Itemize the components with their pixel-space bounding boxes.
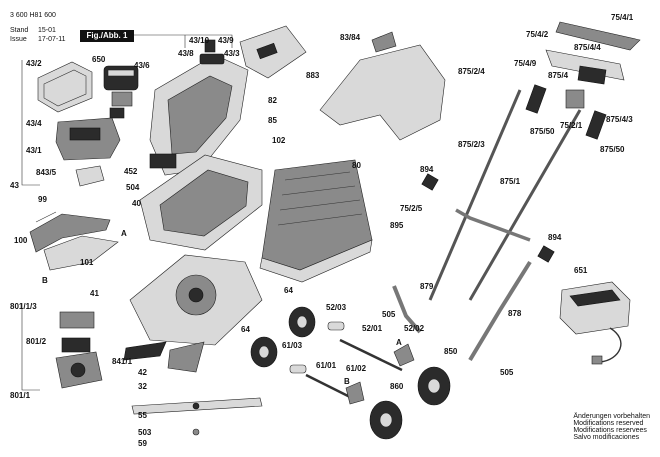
grass-catcher-lid-part xyxy=(319,31,446,141)
callout-61-01: 61/01 xyxy=(316,361,337,370)
side-handle-parts xyxy=(29,211,119,271)
wheel-parts xyxy=(250,306,451,440)
stand-value: 15-01 xyxy=(38,27,56,34)
discharge-guard-part xyxy=(123,341,205,373)
notice-line-en: Modifications reserved xyxy=(573,420,644,427)
battery-cover-part xyxy=(37,61,93,113)
callout-841-1: 841/1 xyxy=(112,357,133,366)
callout-a-left: A xyxy=(121,229,127,238)
callout-504: 504 xyxy=(126,183,140,192)
top-handle-part xyxy=(545,21,641,85)
callout-61-03: 61/03 xyxy=(282,341,303,350)
motor-electronics-part xyxy=(55,311,103,389)
callout-875-4-4: 875/4/4 xyxy=(574,43,601,52)
callout-99: 99 xyxy=(38,195,47,204)
callout-52-03: 52/03 xyxy=(326,303,347,312)
callout-875-4: 875/4 xyxy=(548,71,569,80)
notice-line-de: Änderungen vorbehalten xyxy=(573,413,650,420)
callout-850: 850 xyxy=(444,347,458,356)
callout-843-5: 843/5 xyxy=(36,168,57,177)
control-panel-cap-part xyxy=(239,25,307,79)
callout-894-right: 894 xyxy=(548,233,562,242)
callout-75-4-2: 75/4/2 xyxy=(526,30,549,39)
callout-894-left: 894 xyxy=(420,165,434,174)
callout-875-2-3: 875/2/3 xyxy=(458,140,485,149)
callout-b-left: B xyxy=(42,276,48,285)
grass-catcher-part xyxy=(259,159,373,283)
callout-82: 82 xyxy=(268,96,277,105)
axle-parts xyxy=(305,338,415,405)
callout-503: 503 xyxy=(138,428,152,437)
callout-a-right: A xyxy=(396,338,402,347)
callout-101: 101 xyxy=(80,258,94,267)
callout-75-2-5: 75/2/5 xyxy=(400,204,423,213)
handle-bar-parts xyxy=(392,84,607,362)
callout-59: 59 xyxy=(138,439,147,448)
callout-801-1-3: 801/1/3 xyxy=(10,302,37,311)
callout-801-1: 801/1 xyxy=(10,391,31,400)
callout-b-right: B xyxy=(344,377,350,386)
callout-42: 42 xyxy=(138,368,147,377)
callout-650: 650 xyxy=(92,55,106,64)
document-number: 3 600 H81 600 xyxy=(10,12,56,19)
callout-43-10: 43/10 xyxy=(189,36,210,45)
callout-875-50-b: 875/50 xyxy=(600,145,625,154)
callout-883: 883 xyxy=(306,71,320,80)
callout-860: 860 xyxy=(390,382,404,391)
charger-part xyxy=(559,281,631,365)
callout-801-2: 801/2 xyxy=(26,337,47,346)
callout-875-2-4: 875/2/4 xyxy=(458,67,485,76)
callout-32: 32 xyxy=(138,382,147,391)
callout-83-84: 83/84 xyxy=(340,33,361,42)
notice-line-fr: Modifications reservees xyxy=(573,427,647,434)
callout-100: 100 xyxy=(14,236,28,245)
callout-64-lower: 64 xyxy=(241,325,250,334)
callout-85: 85 xyxy=(268,116,277,125)
issue-label: Issue xyxy=(10,36,27,43)
upper-housing-part xyxy=(149,39,249,176)
callout-64-upper: 64 xyxy=(284,286,293,295)
callout-75-4-9: 75/4/9 xyxy=(514,59,537,68)
callout-505-right: 505 xyxy=(500,368,514,377)
issue-value: 17-07-11 xyxy=(38,36,66,43)
callout-102: 102 xyxy=(272,136,286,145)
stand-label: Stand xyxy=(10,27,29,34)
notice-line-es: Salvo modificaciones xyxy=(573,434,640,441)
callout-875-50-a: 875/50 xyxy=(530,127,555,136)
callout-875-4-3: 875/4/3 xyxy=(606,115,633,124)
lower-housing-part xyxy=(129,254,263,346)
callout-61-02: 61/02 xyxy=(346,364,367,373)
callout-43: 43 xyxy=(10,181,19,190)
callout-75-4-1: 75/4/1 xyxy=(611,13,634,22)
modifications-notice: Änderungen vorbehalten Modifications res… xyxy=(573,413,650,441)
callout-878: 878 xyxy=(508,309,522,318)
callout-43-3: 43/3 xyxy=(224,49,240,58)
callout-43-4: 43/4 xyxy=(26,119,42,128)
callout-55: 55 xyxy=(138,411,147,420)
callout-452: 452 xyxy=(124,167,138,176)
callout-879: 879 xyxy=(420,282,434,291)
callout-651: 651 xyxy=(574,266,588,275)
figure-label: Fig./Abb. 1 xyxy=(80,30,134,42)
battery-pack-part xyxy=(103,65,139,119)
callout-75-2-1: 75/2/1 xyxy=(560,121,583,130)
callout-52-01: 52/01 xyxy=(362,324,383,333)
callout-505-upper: 505 xyxy=(382,310,396,319)
callout-52-02: 52/02 xyxy=(404,324,425,333)
cutting-blade-part xyxy=(131,397,263,436)
callout-43-2: 43/2 xyxy=(26,59,42,68)
callout-40: 40 xyxy=(132,199,141,208)
callout-875-1: 875/1 xyxy=(500,177,521,186)
callout-41: 41 xyxy=(90,289,99,298)
callout-43-6: 43/6 xyxy=(134,61,150,70)
callout-43-9: 43/9 xyxy=(218,36,234,45)
battery-bay-part xyxy=(55,117,121,187)
chassis-part xyxy=(139,153,263,251)
callout-895: 895 xyxy=(390,221,404,230)
callout-43-1: 43/1 xyxy=(26,146,42,155)
callout-80: 80 xyxy=(352,161,361,170)
callout-43-8: 43/8 xyxy=(178,49,194,58)
